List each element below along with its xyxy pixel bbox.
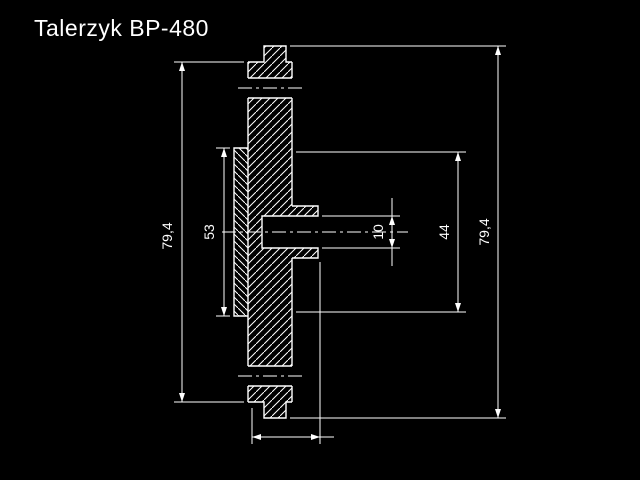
- dimension-bore: 10: [322, 198, 400, 266]
- extension-lines: [296, 151, 466, 313]
- hub-and-bore-outline: [261, 205, 319, 259]
- dimension-value: 44: [436, 224, 452, 240]
- bottom-rim-outline: [248, 401, 292, 419]
- extension-lines: [322, 215, 400, 249]
- bolt-hole-edges: [248, 77, 292, 387]
- hatch-rim-top: [264, 46, 286, 62]
- arrowhead: [389, 239, 395, 248]
- dimension-plate: 53: [201, 147, 230, 317]
- centerlines: [222, 87, 408, 377]
- section-hatching: [234, 46, 318, 418]
- bolt-hole-centerlines: [238, 87, 302, 377]
- dimension-value: 53: [201, 224, 217, 240]
- hatch-body-lower: [248, 248, 292, 366]
- hatch-body-upper: [248, 98, 292, 216]
- arrowhead: [252, 434, 261, 440]
- extension-lines: [251, 262, 321, 444]
- dimension-value: 79,4: [476, 218, 492, 245]
- hatch-flange-top-upper: [248, 62, 292, 78]
- hatch-flange-bottom-lower: [248, 386, 292, 402]
- arrowhead: [455, 303, 461, 312]
- arrowhead: [221, 307, 227, 316]
- arrowhead: [179, 62, 185, 71]
- extension-lines: [216, 147, 230, 317]
- drawing-title: Talerzyk BP-480: [34, 15, 209, 41]
- top-rim-outline: [248, 45, 292, 63]
- arrowhead: [455, 152, 461, 161]
- hatch-hub-lower: [292, 248, 318, 258]
- extension-lines: [174, 61, 244, 403]
- arrowhead: [389, 216, 395, 225]
- arrowhead: [311, 434, 320, 440]
- dimension-hub: 44: [296, 151, 466, 313]
- dimension-value: 79,4: [159, 222, 175, 249]
- dimension-width-bottom: [251, 262, 334, 444]
- hatch-hub-upper: [292, 206, 318, 216]
- dimension-value: 10: [370, 224, 386, 240]
- arrowhead: [495, 46, 501, 55]
- extension-lines: [290, 45, 506, 419]
- arrowhead: [495, 409, 501, 418]
- dimension-outer-left: 79,4: [159, 61, 244, 403]
- dimension-outer-right: 79,4: [290, 45, 506, 419]
- arrowhead: [221, 148, 227, 157]
- hatch-rim-bottom: [264, 402, 286, 418]
- arrowhead: [179, 393, 185, 402]
